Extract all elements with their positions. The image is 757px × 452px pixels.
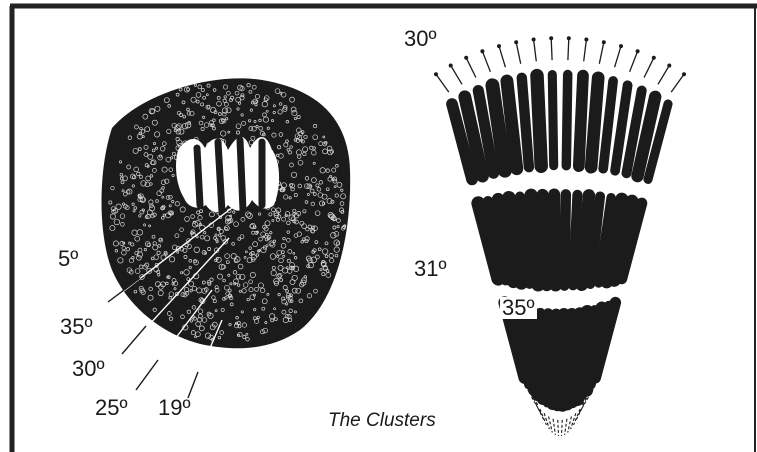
angle-label-30: 30º <box>72 358 105 380</box>
fan-strand-segment <box>564 194 565 285</box>
fan-arrow-head <box>480 49 484 53</box>
fan-arrow-head <box>667 64 671 68</box>
fan-arrow-head <box>567 36 571 40</box>
fan-arrow-head <box>636 49 640 53</box>
fan-arrow-head <box>434 72 438 76</box>
fan-strand-segment <box>566 75 567 166</box>
fan-arrow-head <box>619 44 623 48</box>
fan-strand-segment <box>531 195 538 284</box>
fan-arrow-head <box>514 40 518 44</box>
angle-label-19: 19º <box>158 397 191 419</box>
fan-arrow-head <box>464 56 468 60</box>
fan-strand-segment <box>591 78 598 167</box>
figure-caption: The Clusters <box>328 410 436 432</box>
angle-label-25: 25º <box>95 397 128 419</box>
fan-strand-segment <box>554 194 555 285</box>
angle-label-center-right: 35º <box>500 297 537 319</box>
angle-label-35: 35º <box>60 316 93 338</box>
fan-arrow <box>568 38 569 60</box>
angle-label-mid-right: 31º <box>412 258 449 280</box>
fan-arrow-head <box>449 64 453 68</box>
fan-strand-segment <box>543 195 547 285</box>
fan-arrow-head <box>532 38 536 42</box>
angle-label-5: 5º <box>58 248 78 270</box>
angle-label-top-right: 30º <box>402 28 439 50</box>
fan-arrow-head <box>497 44 501 48</box>
fan-arrow-head <box>652 56 656 60</box>
fan-arrow-head <box>584 38 588 42</box>
fan-strand-segment <box>579 76 583 167</box>
fan-arrow-head <box>682 72 686 76</box>
fan-arrow-head <box>602 40 606 44</box>
fan-arrow <box>551 38 552 60</box>
fan-arrow-head <box>549 36 553 40</box>
fan-strand-segment <box>537 76 541 167</box>
fan-strand-segment <box>552 75 553 166</box>
fan-strand-segment <box>522 78 529 167</box>
